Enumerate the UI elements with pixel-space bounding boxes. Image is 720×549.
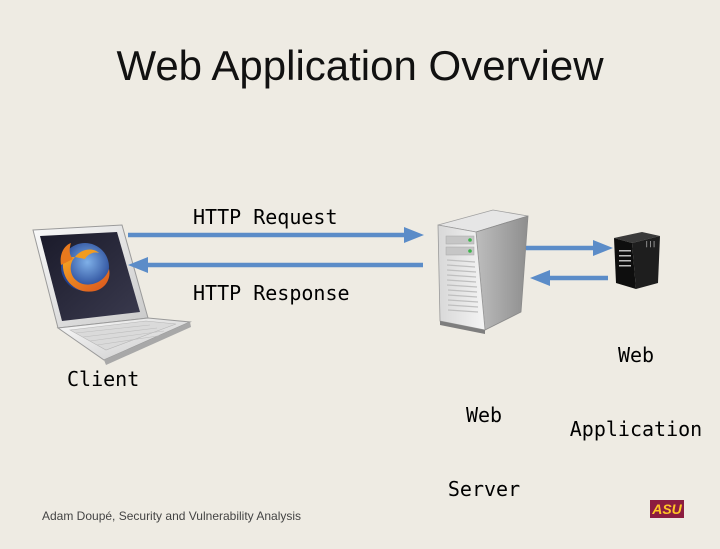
http-response-label: HTTP Response [193,281,350,305]
server-app-arrow [526,240,613,286]
web-server-label-line2: Server [447,477,521,501]
asu-logo-text: ASU [651,501,682,517]
application-box-icon: ||| [614,232,660,289]
slide-title: Web Application Overview [116,42,604,89]
web-application-label-line1: Web [617,343,655,367]
svg-text:|||: ||| [645,241,656,248]
footer-text: Adam Doupé, Security and Vulnerability A… [42,509,302,523]
web-server-label-line1: Web [465,403,503,427]
web-application-label: Web Application [560,295,712,489]
server-tower-icon [437,209,529,334]
asu-logo: ASU [650,500,684,518]
client-label: Client [67,367,140,391]
web-server-label: Web Server [438,355,530,549]
response-arrow [128,257,423,273]
request-arrow [128,227,424,243]
web-application-label-line2: Application [569,417,703,441]
laptop-firefox-icon [32,224,192,365]
http-request-label: HTTP Request [193,205,338,229]
